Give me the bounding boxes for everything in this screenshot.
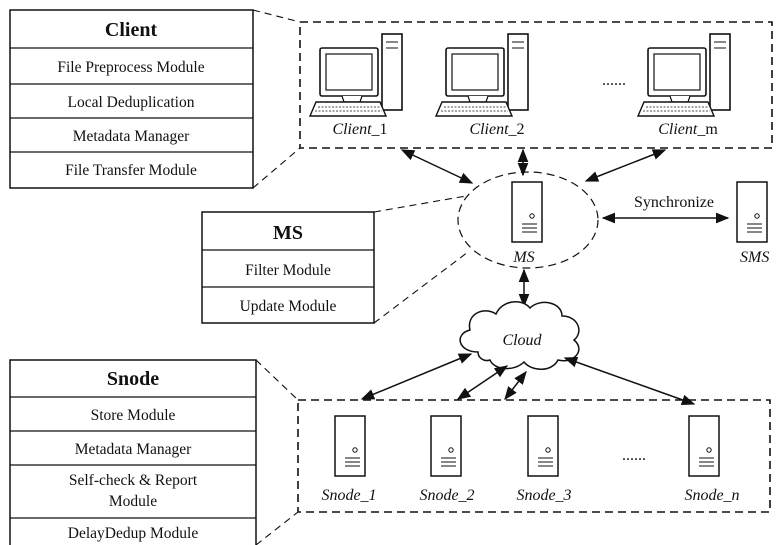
- ms-node-label: MS: [512, 249, 534, 266]
- ms-node-circle: [457, 171, 599, 269]
- client-module-row: Metadata Manager: [73, 128, 190, 145]
- ms-module-title: MS: [273, 222, 303, 244]
- ms-module-connector: [373, 195, 469, 324]
- snode-module-table: Snode Store Module Metadata Manager Self…: [9, 359, 257, 545]
- snode-module-row: Store Module: [91, 407, 176, 424]
- snode-2-server-icon: [430, 415, 462, 477]
- client-module-row: File Transfer Module: [65, 162, 197, 179]
- client-1-computer-icon: [309, 33, 403, 117]
- ms-server-icon: [511, 181, 543, 243]
- snode-module-row: Self-check & Report: [69, 472, 198, 489]
- snode-3-server-icon: [527, 415, 559, 477]
- synchronize-label: Synchronize: [634, 194, 714, 211]
- clients-ellipsis: ......: [602, 72, 626, 89]
- snode-module-title: Snode: [107, 368, 159, 390]
- snodes-ellipsis: ......: [622, 447, 646, 464]
- client-ms-arrows: [400, 148, 667, 184]
- snode-2-label: Snode_2: [419, 487, 474, 504]
- client-module-table: Client File Preprocess Module Local Dedu…: [9, 9, 254, 189]
- ms-module-row: Filter Module: [245, 262, 331, 279]
- cloud-label: Cloud: [502, 332, 542, 349]
- client-2-label: Client_2: [469, 121, 524, 138]
- client-m-label: Client_m: [658, 121, 718, 138]
- snode-n-server-icon: [688, 415, 720, 477]
- snode-1-server-icon: [334, 415, 366, 477]
- sms-node-label: SMS: [740, 249, 769, 266]
- snode-module-row: Module: [109, 493, 157, 510]
- snode-module-row: Metadata Manager: [75, 441, 192, 458]
- client-module-connector: [252, 9, 301, 189]
- client-module-title: Client: [105, 19, 158, 41]
- client-module-row: Local Deduplication: [68, 94, 195, 111]
- clients-group: [299, 21, 773, 149]
- ms-module-table: MS Filter Module Update Module: [201, 211, 375, 324]
- client-module-row: File Preprocess Module: [57, 59, 204, 76]
- snode-n-label: Snode_n: [684, 487, 739, 504]
- client-1-label: Client_1: [332, 121, 387, 138]
- client-m-computer-icon: [637, 33, 731, 117]
- snode-module-connector: [255, 359, 299, 545]
- snode-3-label: Snode_3: [516, 487, 571, 504]
- snode-module-row: DelayDedup Module: [68, 525, 199, 542]
- snodes-group: [297, 399, 771, 513]
- cloud-snode-arrows: [360, 353, 696, 406]
- client-2-computer-icon: [435, 33, 529, 117]
- ms-module-row: Update Module: [240, 298, 337, 315]
- snode-1-label: Snode_1: [321, 487, 376, 504]
- sms-server-icon: [736, 181, 768, 243]
